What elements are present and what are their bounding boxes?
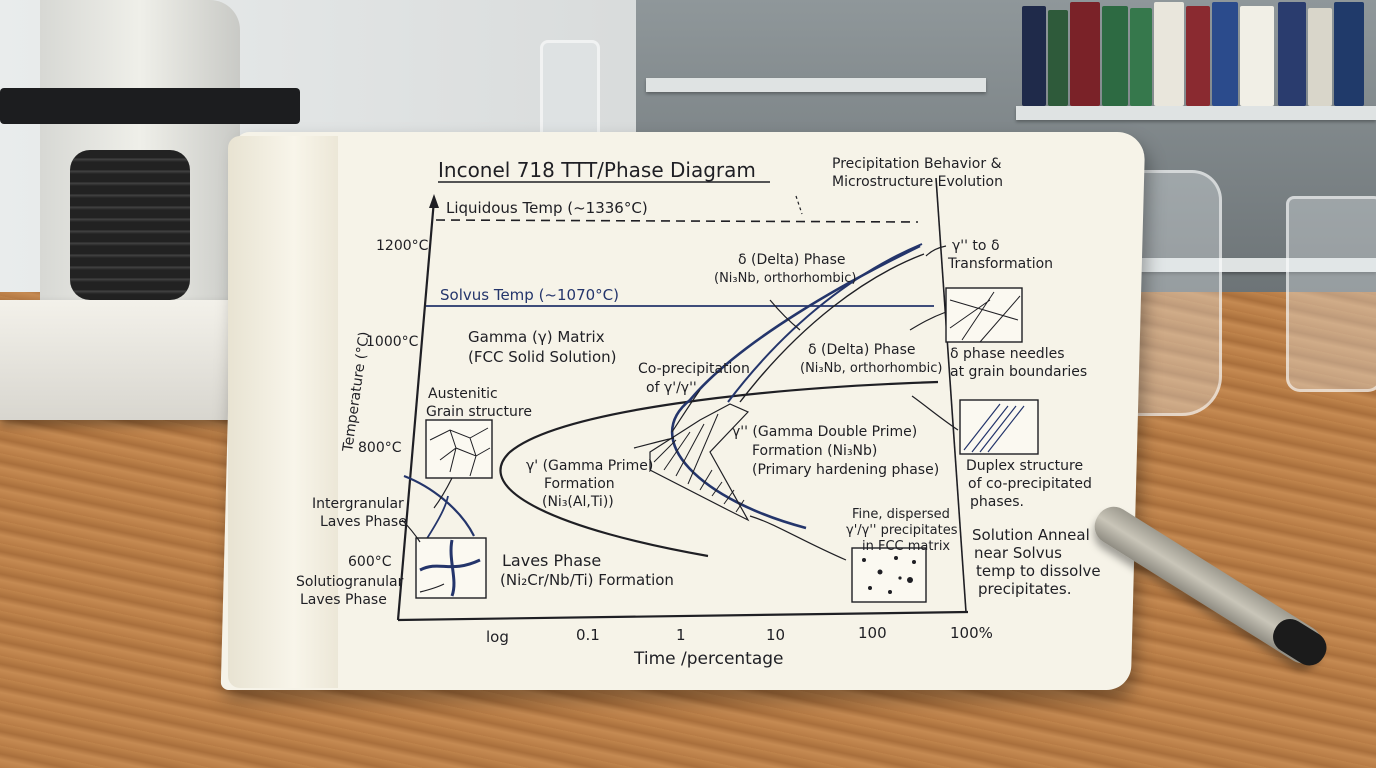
book — [1048, 10, 1068, 106]
duplex-label: Duplex structure — [966, 458, 1083, 474]
y-axis-line — [396, 199, 436, 621]
delta-needles-sketch — [945, 287, 1023, 343]
delta-curve — [727, 243, 923, 403]
laves-curve-lower — [425, 495, 449, 541]
x-tick-100: 100 — [858, 624, 887, 642]
delta-upper-label: δ (Delta) Phase — [738, 252, 846, 268]
delta-upper-sublabel: (Ni₃Nb, orthorhombic) — [714, 271, 857, 286]
gamma-double-prime-role: (Primary hardening phase) — [752, 462, 939, 478]
delta-needles-sublabel: at grain boundaries — [950, 364, 1087, 380]
solution-anneal-label: Solution Anneal — [972, 526, 1090, 544]
book-row — [1016, 0, 1376, 106]
diagram-title: Inconel 718 TTT/Phase Diagram — [438, 158, 756, 182]
book — [1334, 2, 1364, 106]
x-tick-10: 10 — [766, 626, 785, 644]
shelf-board — [1016, 106, 1376, 120]
austenitic-label: Austenitic — [428, 386, 498, 402]
microscope-focus-knob — [70, 150, 190, 300]
intergranular-sublabel: Laves Phase — [320, 514, 407, 530]
co-precipitation-label: Co-precipitation — [638, 361, 750, 377]
laves-phase-network — [419, 539, 481, 597]
liquidus-line — [435, 219, 919, 223]
solution-anneal-sublabel-3: precipitates. — [978, 580, 1071, 598]
microscope-stage — [0, 88, 300, 124]
solvus-label: Solvus Temp (~1070°C) — [440, 286, 619, 304]
gamma-double-prime-label: γ'' (Gamma Double Prime) — [732, 424, 917, 440]
gamma-prime-formation: Formation — [544, 476, 615, 492]
x-tick-1: 1 — [676, 626, 686, 644]
hatching — [653, 413, 745, 513]
y-tick-800: 800°C — [358, 440, 402, 456]
liquidus-pointer — [795, 195, 803, 215]
subtitle-line2: Microstructure Evolution — [832, 174, 1003, 190]
y-axis-arrow — [429, 194, 439, 208]
solutiogranular-sublabel: Laves Phase — [300, 592, 387, 608]
gamma-double-prime-c-curve — [670, 244, 921, 530]
annotation-arrows — [401, 245, 959, 593]
subtitle-line1: Precipitation Behavior & — [832, 156, 1002, 172]
y-axis-label: Temperature (°C) — [340, 331, 373, 454]
delta-needles-label: δ phase needles — [950, 346, 1065, 362]
book — [1102, 6, 1128, 106]
book — [1308, 8, 1332, 106]
x-axis-line — [397, 610, 969, 622]
book — [1130, 8, 1152, 106]
microscope-base — [0, 300, 270, 420]
co-precipitation-sublabel: of γ'/γ'' — [646, 380, 697, 396]
solutiogranular-label: Solutiogranular — [296, 574, 404, 590]
notebook-binding — [228, 136, 338, 688]
delta-needles — [949, 291, 1021, 343]
x-tick-0-1: 0.1 — [576, 626, 600, 644]
gamma-double-prime-formation: Formation (Ni₃Nb) — [752, 443, 877, 459]
fine-dispersed-sublabel-2: in FCC matrix — [862, 539, 950, 554]
fine-dispersed-label: Fine, dispersed — [852, 507, 950, 522]
transformation-label: γ'' to δ — [952, 238, 1000, 254]
x-tick-log: log — [486, 628, 509, 646]
intergranular-label: Intergranular — [312, 496, 404, 512]
laves-curve — [403, 474, 475, 537]
delta-lower-sublabel: (Ni₃Nb, orthorhombic) — [800, 361, 943, 376]
glass-beaker — [1286, 196, 1376, 392]
gamma-prime-composition: (Ni₃(Al,Ti)) — [542, 494, 614, 510]
y-tick-1000: 1000°C — [366, 334, 419, 350]
book — [1278, 2, 1306, 106]
laves-formation-label: Laves Phase — [502, 551, 601, 570]
precipitate-dots — [862, 556, 916, 594]
gamma-prime-c-curve — [499, 380, 939, 558]
book — [1186, 6, 1210, 106]
grain-boundaries — [429, 427, 491, 477]
x-tick-100-percent: 100% — [950, 624, 993, 642]
y-tick-600: 600°C — [348, 554, 392, 570]
gamma-matrix-label: Gamma (γ) Matrix — [468, 328, 605, 346]
gamma-prime-label: γ' (Gamma Prime) — [526, 458, 653, 474]
laves-formation-sublabel: (Ni₂Cr/Nb/Ti) Formation — [500, 571, 674, 589]
right-border-line — [935, 177, 967, 613]
duplex-sublabel-2: phases. — [970, 494, 1024, 510]
solution-anneal-sublabel: near Solvus — [974, 544, 1062, 562]
gamma-matrix-sublabel: (FCC Solid Solution) — [468, 348, 616, 366]
co-precipitation-region — [649, 403, 750, 522]
transformation-sublabel: Transformation — [947, 256, 1053, 272]
austenitic-sublabel: Grain structure — [426, 404, 532, 420]
delta-lower-label: δ (Delta) Phase — [808, 342, 916, 358]
x-axis-label: Time /percentage — [633, 649, 784, 669]
liquidus-label: Liquidous Temp (~1336°C) — [446, 199, 648, 217]
fine-dispersed-sublabel: γ'/γ'' precipitates — [846, 523, 958, 538]
shelf-board — [646, 78, 986, 92]
duplex-sublabel: of co-precipitated — [968, 476, 1092, 492]
delta-curve-inner — [739, 253, 925, 403]
book — [1154, 2, 1184, 106]
book — [1240, 6, 1274, 106]
fine-precipitates-sketch — [851, 547, 927, 603]
duplex-lamellae — [963, 403, 1025, 453]
book — [1070, 2, 1100, 106]
solution-anneal-sublabel-2: temp to dissolve — [976, 562, 1101, 580]
y-tick-1200: 1200°C — [376, 238, 429, 254]
book — [1022, 6, 1046, 106]
book — [1212, 2, 1238, 106]
